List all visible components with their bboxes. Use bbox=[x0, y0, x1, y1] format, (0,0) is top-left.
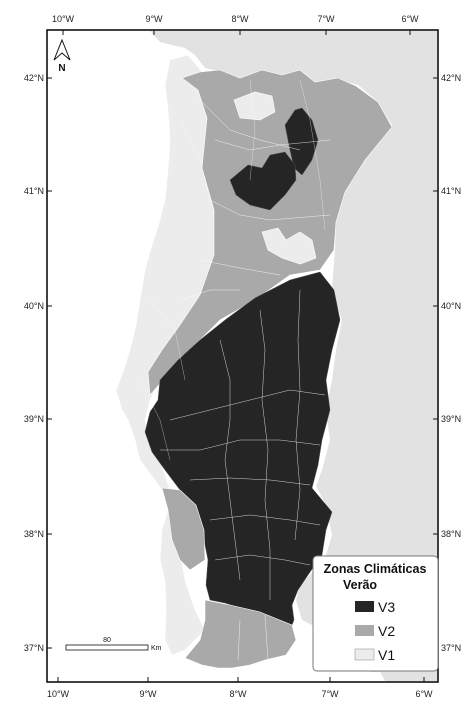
zone-v2-setubal bbox=[161, 487, 206, 571]
legend-box bbox=[312, 555, 439, 672]
lon-label-bottom-10w: 10°W bbox=[47, 689, 70, 699]
legend-subtitle: Verão bbox=[343, 578, 377, 592]
legend-title: Zonas Climáticas bbox=[324, 562, 427, 576]
legend-swatch-v2 bbox=[355, 625, 374, 636]
legend-swatch-v3 bbox=[355, 601, 374, 612]
lon-label-bottom-7w: 7°W bbox=[321, 689, 339, 699]
north-arrow: N bbox=[53, 38, 71, 74]
lat-label-right-42n: 42°N bbox=[441, 73, 461, 83]
lat-label-right-37n: 37°N bbox=[441, 643, 461, 653]
lat-label-left-42n: 42°N bbox=[24, 73, 44, 83]
north-arrow-icon bbox=[53, 38, 71, 61]
lat-label-right-39n: 39°N bbox=[441, 414, 461, 424]
legend-label-v1: V1 bbox=[378, 647, 395, 663]
scale-bar-value: 80 bbox=[103, 637, 111, 644]
legend-swatch-v1 bbox=[354, 648, 375, 661]
scale-bar-box bbox=[65, 644, 149, 651]
lat-label-left-41n: 41°N bbox=[24, 186, 44, 196]
lon-label-top-6w: 6°W bbox=[401, 14, 419, 24]
lon-label-top-7w: 7°W bbox=[317, 14, 335, 24]
zone-v2-algarve bbox=[184, 599, 297, 669]
lat-label-left-37n: 37°N bbox=[24, 643, 44, 653]
lon-label-bottom-6w: 6°W bbox=[415, 689, 433, 699]
lat-label-left-40n: 40°N bbox=[24, 301, 44, 311]
lat-label-left-39n: 39°N bbox=[24, 414, 44, 424]
zone-v1-douro-patch bbox=[261, 227, 317, 265]
scale-bar: 80 Km bbox=[65, 637, 162, 652]
zone-v3-north-central bbox=[229, 151, 297, 211]
lon-label-top-10w: 10°W bbox=[52, 14, 75, 24]
scale-bar-unit: Km bbox=[151, 645, 162, 652]
lat-label-right-38n: 38°N bbox=[441, 529, 461, 539]
lon-label-bottom-9w: 9°W bbox=[139, 689, 157, 699]
lon-label-top-8w: 8°W bbox=[231, 14, 249, 24]
north-arrow-label: N bbox=[58, 63, 65, 74]
lon-label-bottom-8w: 8°W bbox=[229, 689, 247, 699]
zone-v3-south-main bbox=[144, 271, 341, 631]
municipal-borders-light bbox=[139, 79, 326, 461]
legend-label-v3: V3 bbox=[378, 599, 395, 615]
spain-landmass bbox=[150, 31, 437, 681]
legend: Zonas Climáticas Verão V3 V2 V1 bbox=[312, 555, 439, 672]
zone-v1-north-patch bbox=[233, 91, 276, 121]
lat-label-left-38n: 38°N bbox=[24, 529, 44, 539]
lon-label-top-9w: 9°W bbox=[145, 14, 163, 24]
lat-label-right-40n: 40°N bbox=[441, 301, 461, 311]
municipal-borders bbox=[160, 99, 331, 661]
lat-label-right-41n: 41°N bbox=[441, 186, 461, 196]
legend-label-v2: V2 bbox=[378, 623, 395, 639]
